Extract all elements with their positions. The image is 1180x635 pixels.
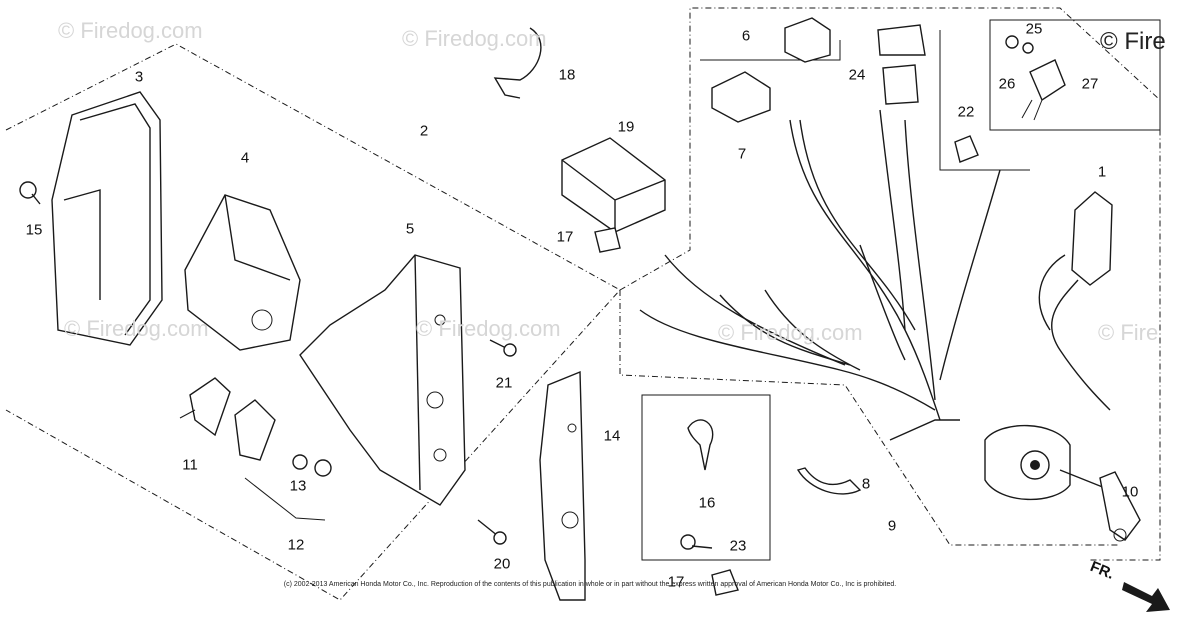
part-label-26: 26 (998, 75, 1016, 93)
part-label-1: 1 (1097, 163, 1107, 181)
assembly-outline-right (619, 7, 1161, 561)
sensor-parts (1005, 35, 1066, 121)
part-label-9: 9 (887, 517, 897, 535)
part-10-key (1099, 471, 1141, 542)
part-label-2: 2 (419, 122, 429, 140)
part-19-module (561, 137, 666, 233)
copyright-notice: (c) 2002-2013 American Honda Motor Co., … (283, 581, 897, 588)
part-label-20: 20 (493, 555, 511, 573)
part-label-24: 24 (848, 66, 866, 84)
part-label-3: 3 (134, 68, 144, 86)
part-label-11: 11 (182, 456, 198, 474)
part-label-21: 21 (495, 374, 513, 392)
watermark: © Firedog.com (64, 316, 209, 341)
part-label-17: 17 (667, 573, 685, 591)
part-5-panel (299, 254, 466, 506)
part-23-screw (680, 534, 713, 550)
part-label-23: 23 (729, 537, 747, 555)
front-direction-arrow-icon (1122, 582, 1170, 612)
part-12-13-bushings (234, 399, 332, 521)
part-label-18: 18 (558, 66, 576, 84)
sensor-group-box (989, 19, 1161, 131)
part-ignition-switch (984, 424, 1111, 501)
part-18-clip (493, 27, 542, 99)
part-1-connector (1038, 191, 1113, 411)
watermark: © Firedog.com (416, 316, 561, 341)
part-14-plate (539, 370, 586, 601)
part-label-10: 10 (1121, 483, 1139, 501)
clip-group-box (641, 394, 771, 561)
watermark: © Firedog.com (402, 26, 547, 51)
watermark: © Firedog.com (718, 320, 863, 345)
relay-parts (711, 17, 979, 163)
part-3-cover (51, 91, 163, 346)
part-15-bolt (19, 181, 41, 205)
part-label-7: 7 (737, 145, 747, 163)
part-label-27: 27 (1081, 75, 1099, 93)
part-label-22: 22 (957, 103, 975, 121)
watermark: © Fire (1098, 320, 1159, 345)
watermark: © Fire (1100, 28, 1166, 55)
part-label-4: 4 (240, 149, 250, 167)
part-label-8: 8 (861, 475, 871, 493)
part-label-6: 6 (741, 27, 751, 45)
part-label-16: 16 (698, 494, 716, 512)
part-4-bracket (184, 194, 301, 351)
part-17-clip (594, 227, 739, 596)
part-11-switch (179, 377, 231, 437)
part-label-17: 17 (556, 228, 574, 246)
part-8-16-clips (687, 419, 862, 495)
part-label-25: 25 (1025, 20, 1043, 38)
part-label-12: 12 (287, 536, 305, 554)
part-label-19: 19 (617, 118, 635, 136)
part-label-14: 14 (603, 427, 621, 445)
harness-outline (619, 290, 1120, 546)
part-label-15: 15 (25, 221, 43, 239)
part-label-5: 5 (405, 220, 415, 238)
watermark: © Firedog.com (58, 18, 203, 43)
part-label-13: 13 (289, 477, 307, 495)
part-20-21-screws (477, 339, 517, 545)
part-9-harness (639, 109, 1001, 441)
